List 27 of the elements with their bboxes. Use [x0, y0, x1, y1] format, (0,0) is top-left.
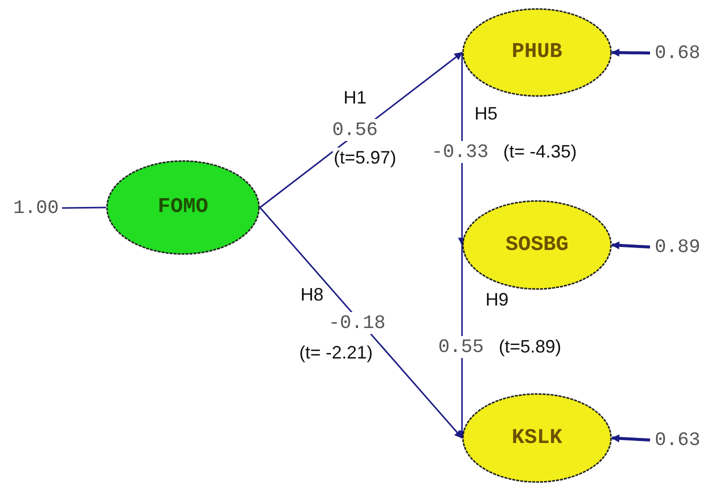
path-coefficient: 0.55 — [437, 336, 485, 358]
latent-variable-ellipse — [462, 8, 612, 97]
variable-name: PHUB — [512, 41, 562, 64]
variable-name: SOSBG — [505, 234, 568, 256]
error-variance-value: 0.68 — [650, 40, 705, 66]
variable-name: FOMO — [158, 196, 208, 219]
t-value: (t=5.89) — [498, 336, 562, 358]
path-arrow — [611, 241, 650, 250]
path-arrow — [259, 207, 463, 439]
hypothesis-label: H9 — [486, 290, 508, 310]
path-line — [62, 206, 106, 209]
t-value: (t=5.97) — [332, 148, 398, 168]
error-variance-value: 1.00 — [10, 195, 62, 221]
variable-name: KSLK — [512, 426, 562, 450]
latent-variable-ellipse — [106, 160, 260, 255]
latent-variable-ellipse — [462, 200, 612, 290]
path-coefficient: 0.56 — [331, 119, 379, 141]
hypothesis-label: H8 — [300, 284, 324, 306]
t-value: (t= -2.21) — [298, 342, 374, 364]
error-variance-value: 0.63 — [650, 427, 705, 453]
latent-variable-ellipse — [462, 393, 612, 483]
t-value: (t= -4.35) — [502, 142, 578, 162]
error-variance-value: 0.89 — [650, 234, 705, 260]
hypothesis-label: H5 — [474, 104, 498, 124]
hypothesis-label: H1 — [344, 88, 366, 108]
path-arrow — [611, 434, 650, 442]
path-arrow — [611, 48, 650, 57]
